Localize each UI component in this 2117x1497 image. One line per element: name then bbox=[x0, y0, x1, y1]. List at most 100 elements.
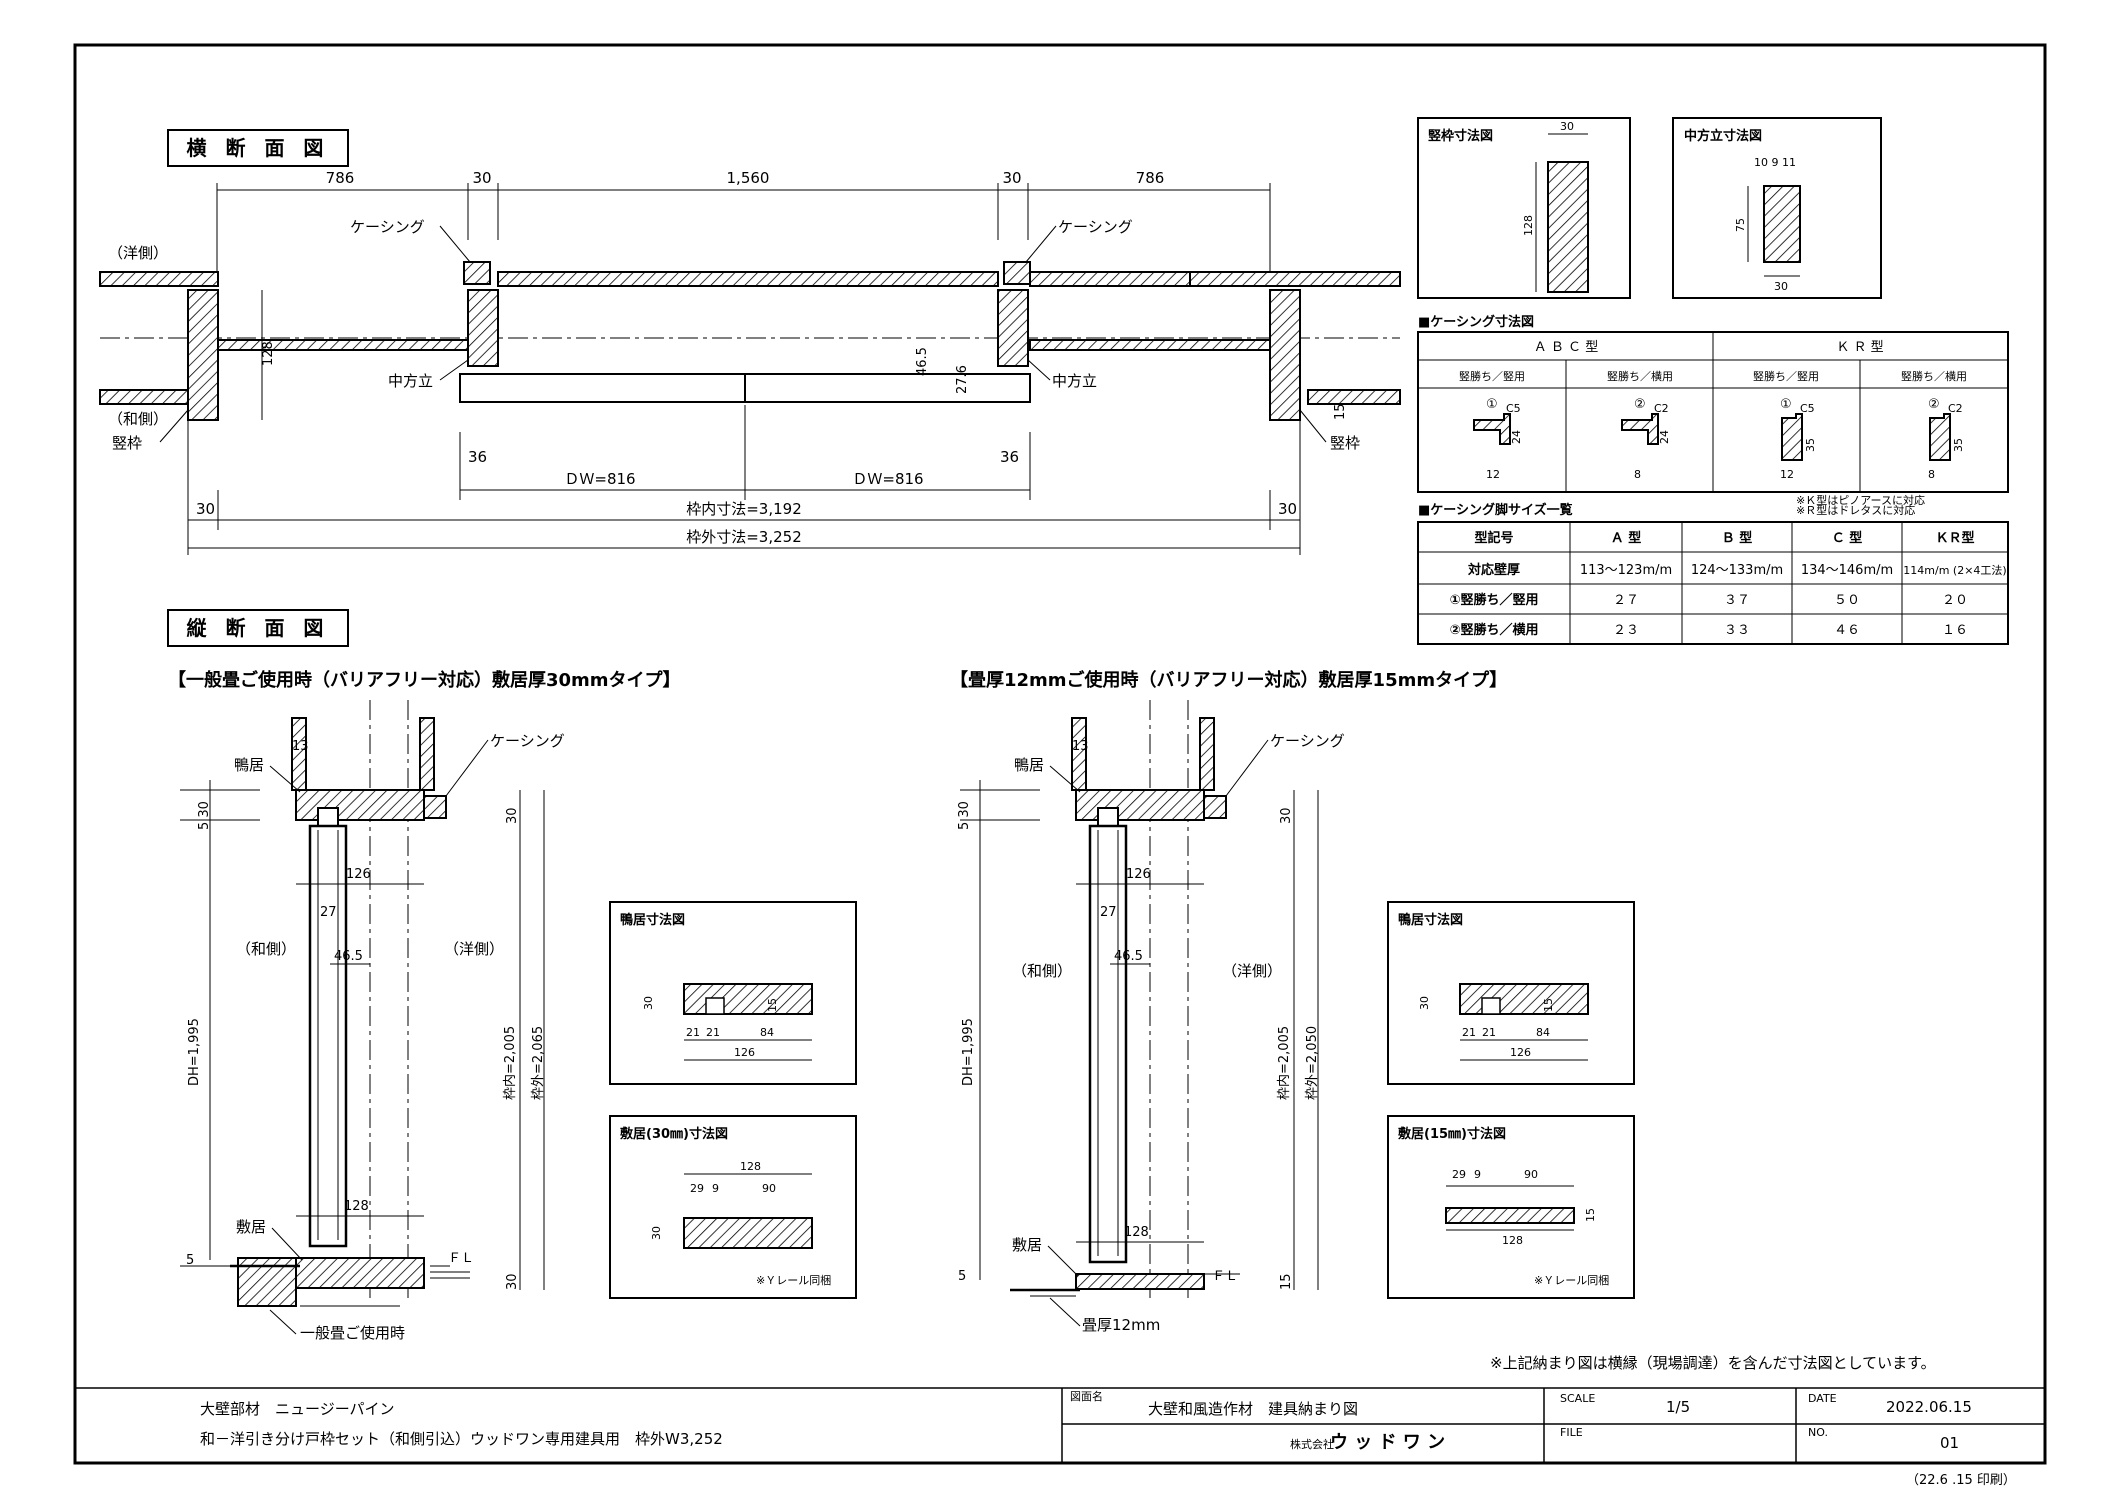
plan-nakadate-l: 中方立 bbox=[388, 372, 433, 390]
left-inner: 枠内=2,005 bbox=[502, 1026, 518, 1100]
kamoi-l-h: 30 bbox=[642, 996, 655, 1010]
left-d126: 126 bbox=[346, 867, 371, 882]
tb-date: 2022.06.15 bbox=[1886, 1398, 1972, 1416]
casing-col2: Ｋ Ｒ 型 bbox=[1836, 340, 1883, 355]
right-d15b: 15 bbox=[1279, 1273, 1294, 1290]
casing-shape-2 bbox=[1781, 413, 1803, 461]
mullion-left bbox=[467, 289, 499, 367]
left-shikii bbox=[295, 1257, 425, 1289]
casing-w-2: 12 bbox=[1780, 468, 1794, 481]
kamoi-l-15: 15 bbox=[766, 998, 779, 1012]
shikii-l-note: ※Ｙレール同梱 bbox=[756, 1273, 831, 1287]
foot-note2: ※Ｒ型はドレタスに対応 bbox=[1796, 503, 1915, 517]
left-dh: DH=1,995 bbox=[187, 1018, 202, 1086]
casing-mark-2: ① bbox=[1780, 397, 1792, 412]
left-d27: 27 bbox=[320, 905, 337, 920]
left-jp: （和側） bbox=[236, 940, 296, 958]
plan-d15: 15 bbox=[1333, 403, 1348, 420]
kamoi-r-total: 126 bbox=[1510, 1046, 1531, 1059]
right-west: （洋側） bbox=[1222, 962, 1282, 980]
kamoi-l-w1: 21 bbox=[706, 1026, 720, 1039]
casing-h-3: 35 bbox=[1952, 438, 1965, 452]
shikii-l-w2: 90 bbox=[762, 1182, 776, 1195]
kamoi-l-total: 126 bbox=[734, 1046, 755, 1059]
plan-d128: 128 bbox=[261, 341, 276, 366]
plan-d36-r: 36 bbox=[1000, 448, 1019, 466]
tb-company: ウ ッ ド ワ ン bbox=[1330, 1432, 1445, 1453]
plan-side-jp: （和側） bbox=[108, 410, 168, 428]
foot-head-0: 型記号 bbox=[1474, 530, 1513, 546]
tb-company-label: 株式会社 bbox=[1290, 1437, 1334, 1451]
kamoi-detail-left: 鴨居寸法図 30 15 21 21 84 126 bbox=[609, 901, 857, 1085]
casing-h-0: 24 bbox=[1510, 430, 1523, 444]
plan-tatewaku-l: 竪枠 bbox=[112, 434, 142, 452]
left-kamoi bbox=[295, 789, 425, 821]
foot-cell-2-1: ２３ bbox=[1613, 623, 1639, 638]
right-fl: ＦＬ bbox=[1212, 1269, 1238, 1284]
right-d530: 5 30 bbox=[957, 801, 972, 830]
casing-w-1: 8 bbox=[1634, 468, 1641, 481]
kamoi-l-title: 鴨居寸法図 bbox=[620, 912, 685, 928]
plan-section: 横 断 面 図 786 30 1,560 30 786 bbox=[99, 129, 1401, 555]
shikii-r-w1: 9 bbox=[1474, 1168, 1481, 1181]
plan-tatewaku-r: 竪枠 bbox=[1330, 434, 1360, 452]
shikii-l-h: 30 bbox=[650, 1226, 663, 1240]
right-inner: 枠内=2,005 bbox=[1276, 1026, 1292, 1100]
plan-casing-l: ケーシング bbox=[350, 218, 425, 236]
casing-shape-0 bbox=[1473, 413, 1511, 445]
plan-dim-1560: 1,560 bbox=[727, 169, 770, 187]
casing-w-3: 8 bbox=[1928, 468, 1935, 481]
tb-line2: 和－洋引き分け戸枠セット（和側引込）ウッドワン専用建具用 枠外W3,252 bbox=[200, 1430, 723, 1448]
drawing-note: ※上記納まり図は横縁（現場調達）を含んだ寸法図としています。 bbox=[1490, 1354, 1936, 1372]
tb-date-label: DATE bbox=[1808, 1392, 1837, 1405]
right-heading: 【畳厚12mmご使用時（バリアフリー対応）敷居厚15mmタイプ】 bbox=[950, 669, 1507, 691]
foot-note1: ※Ｋ型はピノアースに対応 bbox=[1796, 493, 1925, 507]
foot-cell-1-2: ３７ bbox=[1724, 593, 1750, 608]
nakadate-detail: 中方立寸法図 10 9 11 75 30 bbox=[1672, 117, 1882, 299]
left-d530: 5 30 bbox=[197, 801, 212, 830]
shikii-l-w1: 9 bbox=[712, 1182, 719, 1195]
casing-sub-1: 竪勝ち／横用 bbox=[1607, 369, 1673, 383]
left-d465: 46.5 bbox=[334, 949, 363, 964]
plan-casing-r: ケーシング bbox=[1058, 218, 1133, 236]
right-jp: （和側） bbox=[1012, 962, 1072, 980]
plan-d465: 46.5 bbox=[915, 347, 930, 376]
right-shikii-label: 敷居 bbox=[1012, 1236, 1042, 1254]
kamoi-l-w2: 84 bbox=[760, 1026, 774, 1039]
door-right bbox=[744, 373, 1031, 403]
foot-cell-2-3: ４６ bbox=[1834, 623, 1860, 638]
plan-outer: 枠外寸法=3,252 bbox=[686, 528, 802, 546]
tb-line1: 大壁部材 ニュージーパイン bbox=[200, 1400, 395, 1418]
kamoi-r-w2: 84 bbox=[1536, 1026, 1550, 1039]
left-casing-label: ケーシング bbox=[490, 732, 565, 750]
foot-cell-0-4: 114m/m (2×4工法) bbox=[1903, 563, 2006, 577]
right-d126: 126 bbox=[1126, 867, 1151, 882]
tatewaku-title: 竪枠寸法図 bbox=[1428, 128, 1493, 144]
kamoi-r-15: 15 bbox=[1542, 998, 1555, 1012]
foot-table: ■ケーシング脚サイズ一覧 ※Ｋ型はピノアースに対応 ※Ｒ型はドレタスに対応 型記… bbox=[1417, 493, 2009, 645]
shikii-r-h: 15 bbox=[1584, 1208, 1597, 1222]
printed-date: （22.6 .15 印刷） bbox=[1906, 1473, 2016, 1488]
right-d30t: 30 bbox=[1279, 807, 1294, 824]
casing-c-0: C5 bbox=[1506, 402, 1521, 415]
section-left: 【一般畳ご使用時（バリアフリー対応）敷居厚30mmタイプ】 鴨居 13 ケーシン… bbox=[168, 669, 681, 1342]
left-fl: ＦＬ bbox=[448, 1251, 474, 1266]
tatewaku-h: 128 bbox=[1522, 215, 1535, 236]
foot-head-3: Ｃ 型 bbox=[1832, 530, 1863, 546]
plan-title: 横 断 面 図 bbox=[187, 136, 330, 160]
left-shikii-label: 敷居 bbox=[236, 1218, 266, 1236]
nakadate-w: 30 bbox=[1774, 280, 1788, 293]
shikii-l-w0: 29 bbox=[690, 1182, 704, 1195]
right-kamoi bbox=[1075, 789, 1205, 821]
door-left bbox=[459, 373, 746, 403]
left-heading: 【一般畳ご使用時（バリアフリー対応）敷居厚30mmタイプ】 bbox=[168, 669, 681, 691]
casing-mark-0: ① bbox=[1486, 397, 1498, 412]
jamb-right bbox=[1269, 289, 1301, 421]
tb-name: 大壁和風造作材 建具納まり図 bbox=[1148, 1400, 1358, 1418]
foot-cell-0-0: 対応壁厚 bbox=[1467, 562, 1520, 578]
right-d128: 128 bbox=[1124, 1225, 1149, 1240]
shikii-detail-left: 敷居(30㎜)寸法図 128 29 9 90 30 ※Ｙレール同梱 bbox=[609, 1115, 857, 1299]
tb-scale-label: SCALE bbox=[1560, 1392, 1595, 1405]
left-d30t: 30 bbox=[505, 807, 520, 824]
right-d465: 46.5 bbox=[1114, 949, 1143, 964]
